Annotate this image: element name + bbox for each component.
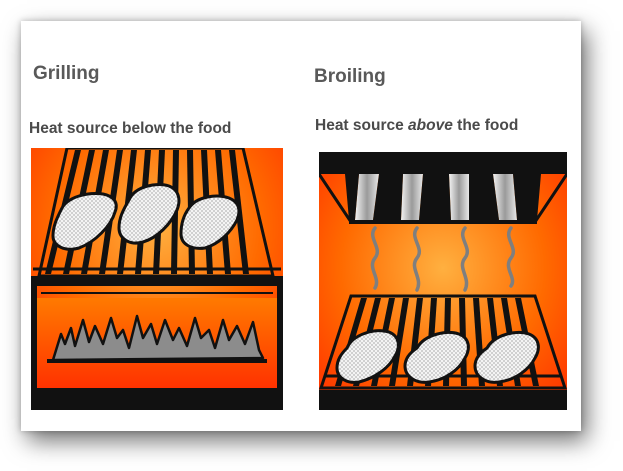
grill-food-piece-3 [179, 194, 241, 250]
grill-right-post [277, 276, 283, 410]
grill-flames [51, 314, 265, 362]
grilling-subtitle: Heat source below the food [29, 120, 232, 137]
broiling-title: Broiling [314, 66, 386, 87]
broiling-illustration [319, 152, 567, 410]
grill-left-post [31, 276, 37, 410]
grilling-illustration [31, 148, 283, 410]
grill-base [31, 388, 283, 410]
grill-food-piece-2 [117, 183, 181, 245]
heat-wave-4 [506, 226, 515, 288]
broil-heat-waves [370, 226, 515, 292]
broil-ceiling [319, 152, 567, 174]
broiling-subtitle-before: Heat source [315, 117, 409, 134]
grill-food-piece-1 [51, 192, 118, 251]
broiling-subtitle-emphasis: above [408, 117, 453, 134]
broiling-svg [319, 152, 567, 410]
broiling-subtitle-after: the food [452, 117, 519, 134]
grilling-svg [31, 148, 283, 410]
broil-food-piece-2 [403, 331, 470, 384]
broil-base [319, 390, 567, 410]
broil-heating-element [319, 173, 567, 224]
broil-food-piece-3 [473, 331, 540, 384]
heat-wave-3 [460, 226, 469, 292]
heat-wave-1 [370, 226, 379, 290]
diagram-card: Grilling Heat source below the food Broi… [21, 21, 581, 431]
grill-separator-bar [31, 276, 283, 286]
broiling-subtitle: Heat source above the food [315, 117, 518, 135]
broil-food-piece-1 [335, 329, 400, 384]
heat-wave-2 [412, 226, 421, 292]
grilling-title: Grilling [33, 63, 100, 84]
